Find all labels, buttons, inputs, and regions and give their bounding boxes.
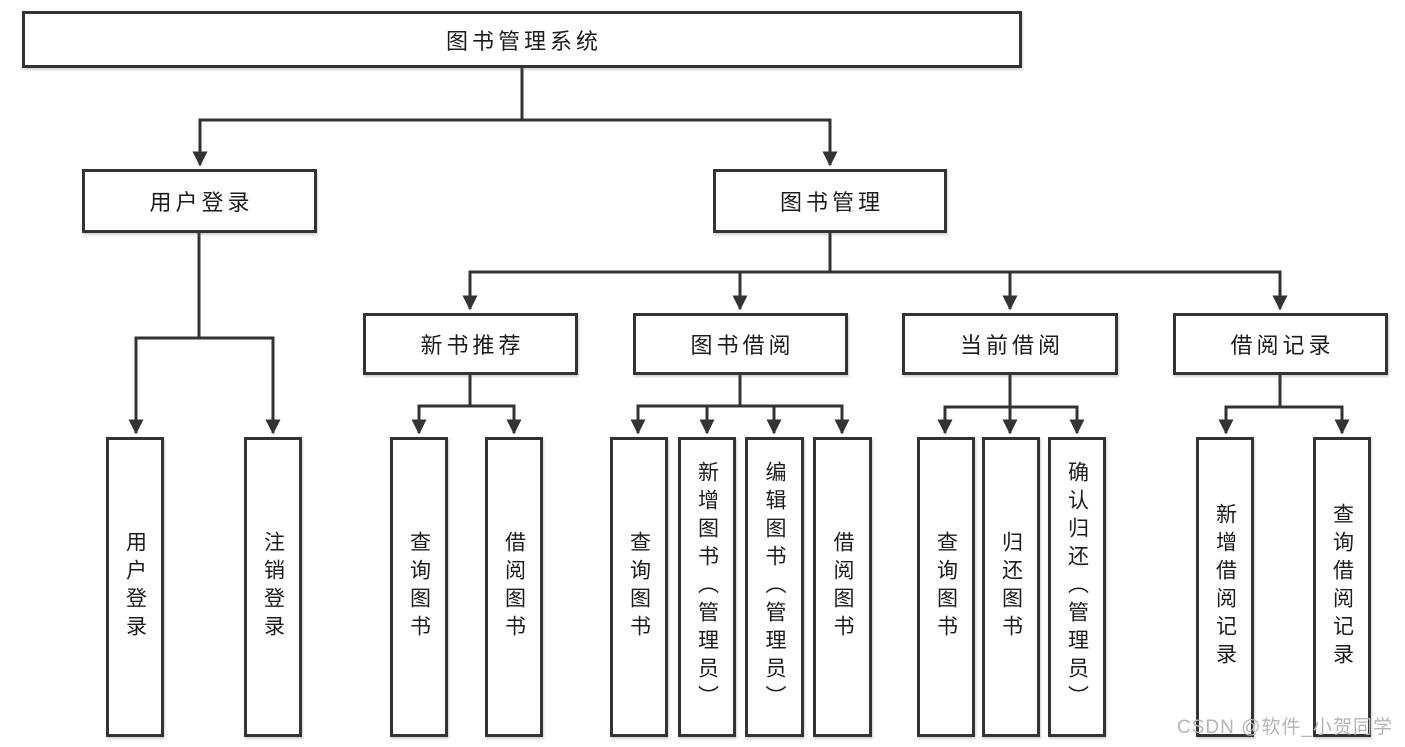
leaf-edit-book-admin: 编辑图书（管理员） bbox=[745, 437, 804, 737]
node-current-borrowing: 当前借阅 bbox=[902, 313, 1118, 375]
node-user-login: 用户登录 bbox=[82, 169, 317, 233]
leaf-query-books-recommend: 查询图书 bbox=[390, 437, 448, 737]
leaf-borrow-books: 借阅图书 bbox=[813, 437, 872, 737]
leaf-return-book: 归还图书 bbox=[982, 437, 1040, 737]
leaf-logout: 注销登录 bbox=[244, 437, 302, 737]
node-book-management: 图书管理 bbox=[713, 169, 947, 233]
node-new-book-recommendation: 新书推荐 bbox=[363, 313, 578, 375]
leaf-add-borrow-record: 新增借阅记录 bbox=[1196, 437, 1254, 737]
leaf-confirm-return-admin: 确认归还（管理员） bbox=[1048, 437, 1106, 737]
node-borrowing-records: 借阅记录 bbox=[1173, 313, 1388, 375]
node-book-borrowing: 图书借阅 bbox=[633, 313, 848, 375]
leaf-borrow-books-recommend: 借阅图书 bbox=[485, 437, 543, 737]
leaf-query-books-borrow: 查询图书 bbox=[610, 437, 668, 737]
leaf-add-book-admin: 新增图书（管理员） bbox=[678, 437, 736, 737]
node-root: 图书管理系统 bbox=[22, 11, 1022, 68]
csdn-watermark: CSDN @软件_小贺同学 bbox=[1177, 717, 1393, 738]
leaf-user-login: 用户登录 bbox=[106, 437, 164, 737]
leaf-query-books-current: 查询图书 bbox=[917, 437, 975, 737]
leaf-query-borrow-record: 查询借阅记录 bbox=[1313, 437, 1371, 737]
